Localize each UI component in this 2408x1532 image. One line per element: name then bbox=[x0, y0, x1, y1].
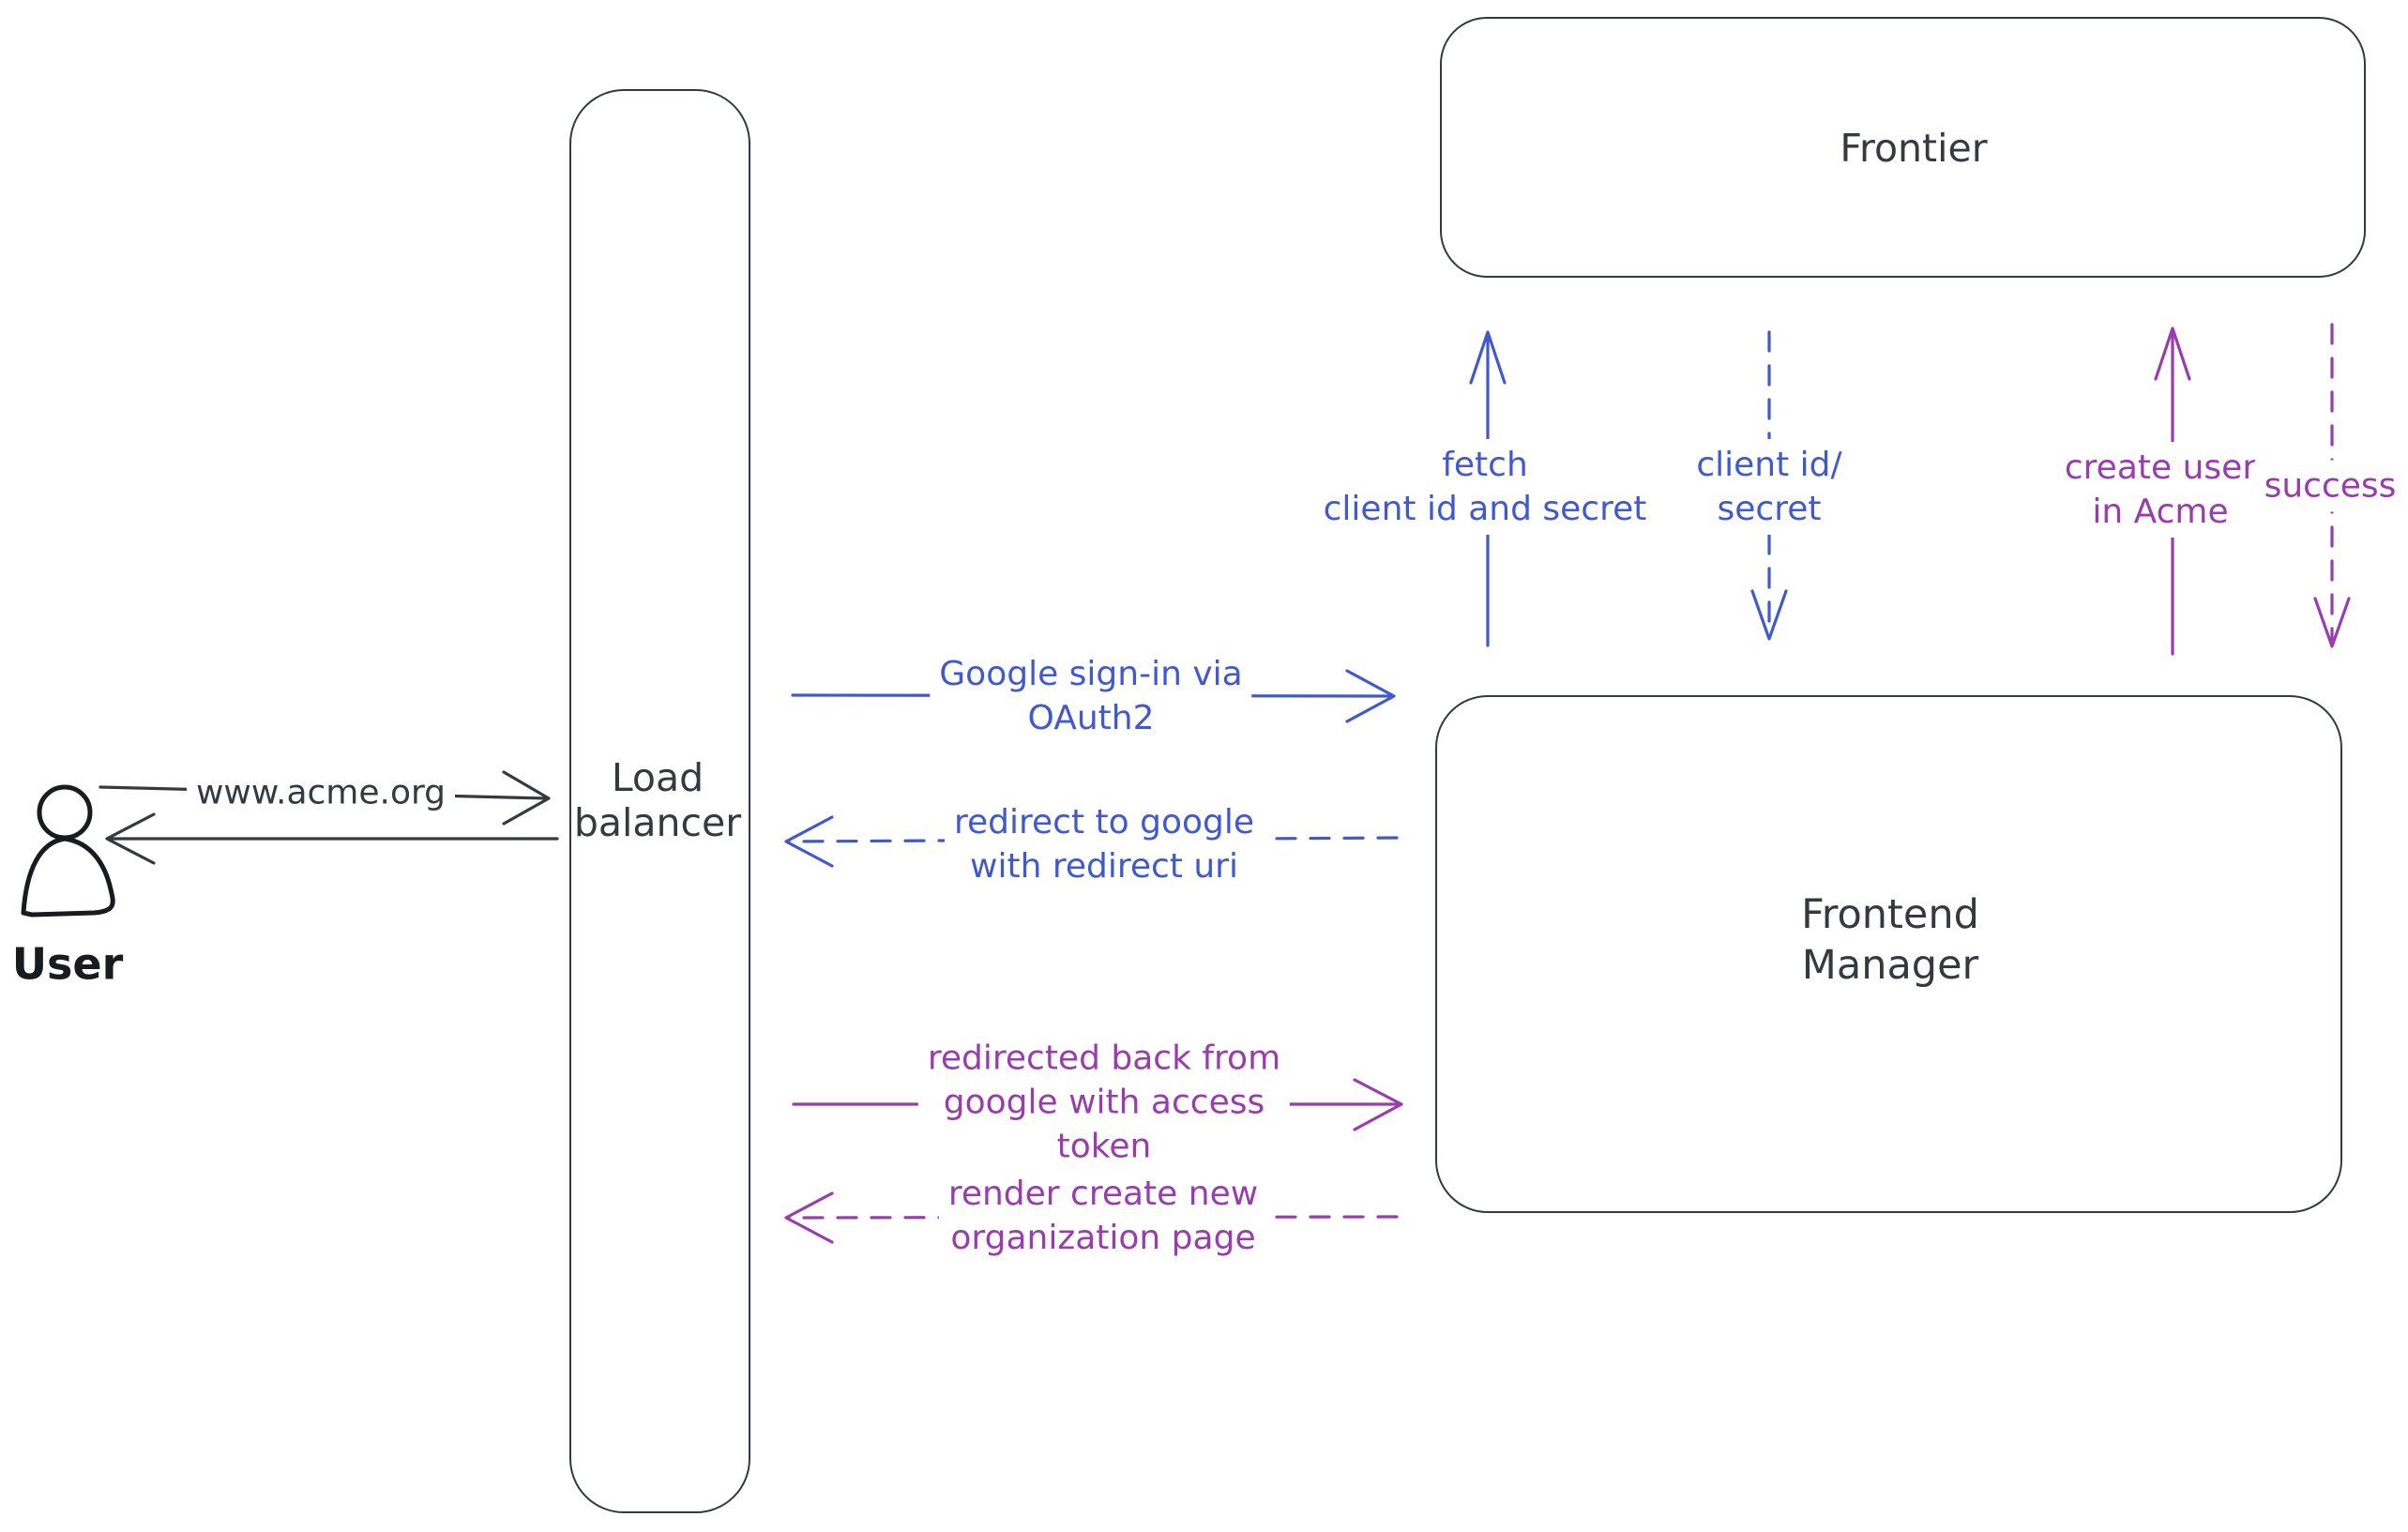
arrow-success bbox=[2313, 323, 2351, 648]
node-label-load-balancer: Load balancer bbox=[565, 751, 750, 849]
edge-label-www-acme: www.acme.org bbox=[186, 766, 456, 819]
client-id-line2: secret bbox=[1717, 490, 1822, 528]
google-signin-line1: Google sign-in via bbox=[939, 655, 1243, 693]
edge-label-redirect-to-google: redirect to google with redirect uri bbox=[944, 796, 1265, 892]
load-balancer-label-line2: balancer bbox=[573, 800, 742, 845]
frontend-manager-label-line2: Manager bbox=[1801, 942, 1979, 989]
edge-label-redirected-back: redirected back from google with access … bbox=[917, 1032, 1291, 1173]
render-org-line2: organization page bbox=[950, 1219, 1256, 1257]
google-signin-line2: OAuth2 bbox=[1027, 699, 1155, 737]
client-id-line1: client id/ bbox=[1696, 446, 1842, 484]
edge-label-render-org-page: render create new organization page bbox=[938, 1168, 1268, 1264]
redirect-line1: redirect to google bbox=[953, 803, 1255, 842]
create-user-line1: create user bbox=[2064, 448, 2257, 487]
fetch-line1: fetch bbox=[1442, 446, 1528, 484]
frontend-manager-label-line1: Frontend bbox=[1801, 891, 1979, 938]
node-label-frontend-manager: Frontend Manager bbox=[1792, 886, 1989, 994]
load-balancer-label-line1: Load bbox=[611, 755, 704, 800]
arrow-lb-to-user bbox=[105, 812, 559, 865]
edge-label-client-id-secret: client id/ secret bbox=[1687, 439, 1852, 535]
success-text: success bbox=[2264, 466, 2397, 506]
node-load-balancer bbox=[569, 89, 750, 1513]
redirect-line2: with redirect uri bbox=[970, 847, 1238, 886]
user-label-text: User bbox=[11, 938, 124, 990]
frontier-label-text: Frontier bbox=[1840, 126, 1988, 171]
render-org-line1: render create new bbox=[947, 1175, 1259, 1213]
edge-label-success: success bbox=[2254, 460, 2406, 512]
redirected-back-line3: token bbox=[1056, 1127, 1152, 1166]
edge-label-fetch-client-id: fetch client id and secret bbox=[1313, 439, 1657, 535]
user-figure bbox=[21, 784, 115, 918]
create-user-line2: in Acme bbox=[2092, 493, 2229, 531]
user-head bbox=[37, 784, 93, 841]
node-frontier bbox=[1440, 17, 2366, 278]
edge-label-create-user: create user in Acme bbox=[2054, 442, 2266, 538]
redirected-back-line1: redirected back from bbox=[927, 1039, 1281, 1078]
node-frontend-manager bbox=[1435, 695, 2342, 1213]
fetch-line2: client id and secret bbox=[1323, 490, 1647, 528]
node-label-frontier: Frontier bbox=[1830, 122, 1996, 174]
redirected-back-line2: google with access bbox=[943, 1083, 1265, 1122]
user-body bbox=[21, 836, 115, 918]
node-label-user: User bbox=[11, 938, 124, 990]
edge-label-google-signin: Google sign-in via OAuth2 bbox=[930, 648, 1252, 744]
www-acme-text: www.acme.org bbox=[195, 773, 447, 812]
